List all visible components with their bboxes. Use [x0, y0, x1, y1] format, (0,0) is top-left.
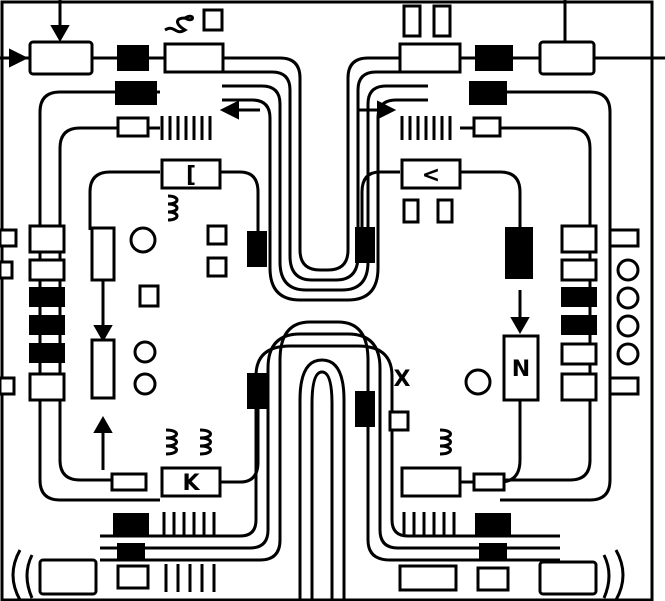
top-left-connector-chain — [0, 0, 225, 76]
centre-right-marks: X — [388, 367, 411, 432]
top-left-block-label: [ — [186, 163, 196, 188]
right-terminal-stack — [560, 224, 640, 402]
bottom-left-coil-row — [113, 512, 216, 536]
right-black-capacitor — [505, 227, 533, 279]
right-black-inline-component — [355, 227, 375, 263]
right-lower-black-component — [355, 391, 375, 427]
top-left-labelled-block: [ — [160, 158, 222, 222]
centre-left-marks — [206, 224, 228, 278]
left-lower-black-component — [247, 373, 267, 409]
top-right-labelled-block: < — [400, 158, 462, 224]
left-vertical-resistor-stack — [90, 226, 160, 470]
bottom-right-block — [400, 428, 506, 498]
bottom-left-labelled-block: K — [110, 428, 222, 498]
bottom-left-block-label: K — [182, 471, 200, 496]
right-vertical-block: N — [464, 290, 540, 402]
central-top-wire-bundle — [222, 56, 428, 302]
right-black-resistor — [469, 81, 507, 105]
top-right-block-label: < — [422, 163, 440, 188]
left-black-inline-component — [247, 231, 267, 267]
top-right-connector-chain — [398, 0, 665, 76]
bottom-right-coil-row — [402, 512, 511, 536]
right-mark-x-label: X — [394, 367, 411, 392]
bottom-right-connector-chain — [398, 543, 625, 601]
right-coil-row — [358, 100, 502, 140]
left-coil-row — [116, 100, 260, 140]
left-terminal-stack — [0, 224, 66, 402]
right-block-label: N — [512, 357, 530, 382]
central-bottom-wire-bundle — [100, 320, 560, 601]
left-black-resistor — [115, 81, 157, 105]
bottom-left-connector-chain — [11, 543, 216, 601]
